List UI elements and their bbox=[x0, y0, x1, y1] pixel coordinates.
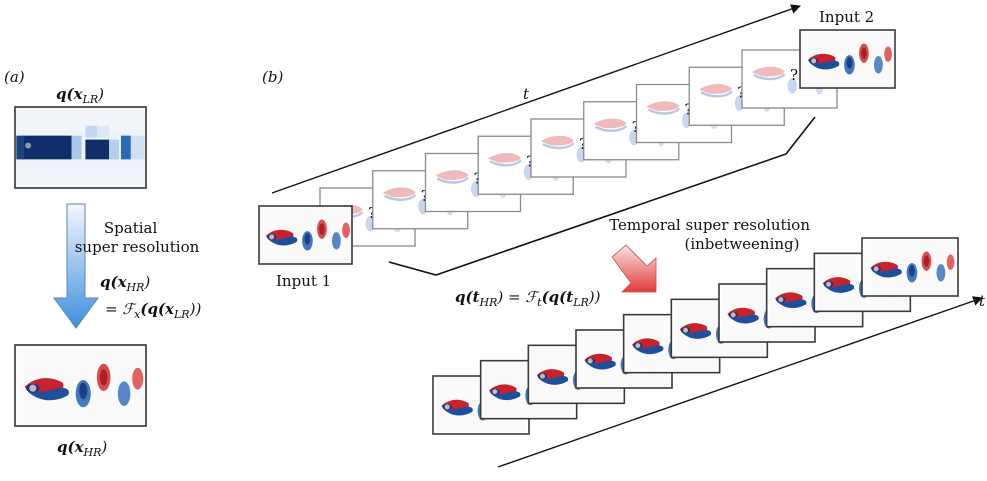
interpolated-frame bbox=[861, 237, 959, 297]
temporal-title: Temporal super resolution (inbetweening) bbox=[609, 216, 815, 253]
unknown-mark: ? bbox=[632, 118, 640, 136]
spatial-equation-line1: q(xHR) bbox=[100, 273, 150, 294]
unknown-mark: ? bbox=[368, 204, 376, 222]
unknown-mark: ? bbox=[790, 66, 798, 84]
intermediate-frames: ????????? bbox=[319, 49, 838, 247]
bracket-line bbox=[388, 116, 816, 276]
temporal-arrow bbox=[611, 244, 657, 293]
time-axis-bottom bbox=[497, 296, 983, 468]
unknown-mark: ? bbox=[685, 101, 693, 119]
unknown-mark: ? bbox=[579, 135, 587, 153]
input-1-frame bbox=[258, 205, 353, 265]
panel-b-label: (b) bbox=[262, 68, 283, 86]
q-x-hr-bottom: q(xHR) bbox=[57, 438, 107, 459]
spatial-title: Spatial super resolution bbox=[75, 219, 200, 256]
spatial-equation-line2: = ℱx(q(xLR)) bbox=[105, 300, 201, 321]
unknown-mark: ? bbox=[737, 83, 745, 101]
low-resolution-field bbox=[14, 106, 147, 189]
unknown-mark: ? bbox=[526, 152, 534, 170]
input-2-frame bbox=[799, 29, 896, 89]
temporal-equation: q(tHR) = ℱt(q(tLR)) bbox=[455, 288, 601, 309]
high-resolution-frames bbox=[432, 237, 959, 435]
time-axis-top bbox=[271, 4, 801, 194]
panel-a-label: (a) bbox=[4, 68, 25, 86]
time-label-top: t bbox=[523, 85, 530, 103]
high-resolution-field bbox=[14, 344, 147, 427]
unknown-mark: ? bbox=[421, 187, 429, 205]
unknown-mark: ? bbox=[474, 170, 482, 188]
time-label-bottom: t bbox=[979, 292, 986, 310]
input-2-label: Input 2 bbox=[819, 8, 874, 26]
spatial-arrow bbox=[53, 203, 99, 329]
q-x-lr-top: q(xLR) bbox=[56, 85, 104, 106]
input-1-label: Input 1 bbox=[276, 272, 331, 290]
